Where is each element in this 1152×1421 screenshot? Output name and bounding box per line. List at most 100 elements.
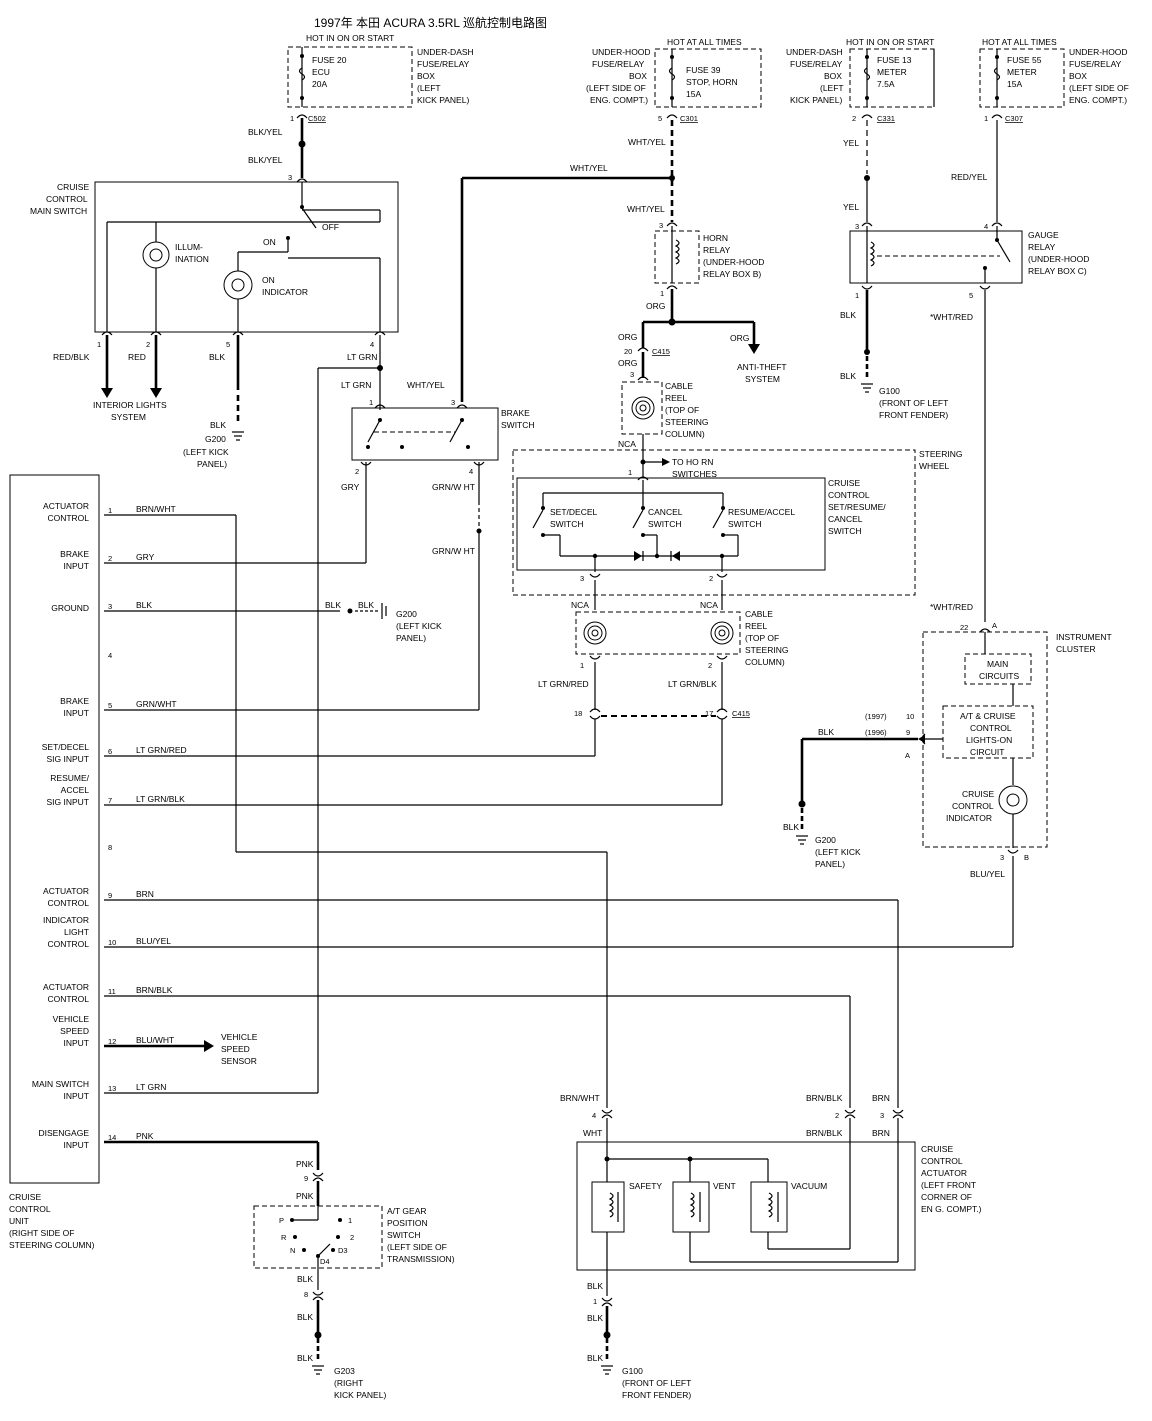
cruise-lights-label: A/T & CRUISE (960, 711, 1016, 721)
at-gear-position-switch: A/T GEAR POSITION SWITCH (LEFT SIDE OF T… (253, 1205, 455, 1269)
instrument-cluster: 22 A INSTRUMENT CLUSTER MAIN CIRCUITS A/… (865, 621, 1112, 862)
unit-pin-number: 1 (108, 506, 112, 515)
wire-label: BLU/YEL (970, 869, 1005, 879)
off-label: OFF (322, 222, 339, 232)
switch-box-label: CANCEL (828, 514, 863, 524)
pin-label: 3 (880, 1111, 884, 1120)
fuse-13-name: FUSE 13 (877, 55, 912, 65)
unit-pin-label: VEHICLE (53, 1014, 90, 1024)
gear-switch-label: TRANSMISSION) (387, 1254, 455, 1264)
gear-pos-1: 1 (348, 1216, 352, 1225)
horn-relay-label: HORN (703, 233, 728, 243)
fuse-13-block: HOT IN ON OR START FUSE 13 METER 7.5A UN… (786, 37, 935, 123)
pin-label: 9 (906, 728, 910, 737)
brake-switch-label: BRAKE (501, 408, 530, 418)
ground-g203-loc: KICK PANEL) (334, 1390, 386, 1400)
unit-pin-rows: 1ACTUATORCONTROLBRN/WHT2BRAKEINPUTGRY3GR… (32, 501, 187, 1150)
steering-wheel-boundary (512, 449, 916, 596)
cable-reel-label: (TOP OF (665, 405, 699, 415)
unit-label: UNIT (9, 1216, 29, 1226)
horn-switches-label: SWITCHES (672, 469, 717, 479)
wire-label: BLK (587, 1281, 603, 1291)
pin-label: 1 (97, 340, 101, 349)
switch-box-label: CRUISE (828, 478, 860, 488)
fuse-55-amp: 15A (1007, 79, 1022, 89)
horn-relay-label: RELAY BOX B) (703, 269, 761, 279)
ground-g100-loc: FRONT FENDER) (879, 410, 948, 420)
pin-label: 1 (369, 398, 373, 407)
wire-label: WHT/YEL (627, 204, 665, 214)
unit-wire-label: LT GRN (136, 1082, 166, 1092)
year-1997-label: (1997) (865, 712, 887, 721)
actuator-label: CORNER OF (921, 1192, 972, 1202)
ground-g200-loc: (LEFT KICK (396, 621, 442, 631)
wire-label: *WHT/RED (930, 602, 973, 612)
pin-label: B (1024, 853, 1029, 862)
wire-label: NCA (571, 600, 589, 610)
gear-switch-label: A/T GEAR (387, 1206, 427, 1216)
cable-reel-label: COLUMN) (665, 429, 705, 439)
gauge-relay-label: GAUGE (1028, 230, 1059, 240)
cable-reel-label: REEL (745, 621, 767, 631)
switch-box-label: SWITCH (828, 526, 862, 536)
wire-label: YEL (843, 138, 859, 148)
resume-accel-label: SWITCH (728, 519, 762, 529)
unit-pin-number: 3 (108, 602, 112, 611)
unit-label: STEERING COLUMN) (9, 1240, 95, 1250)
unit-pin-number: 5 (108, 701, 112, 710)
cruise-indicator-label: CRUISE (962, 789, 994, 799)
wire-label: BRN/WHT (560, 1093, 600, 1103)
fuse-39-sub: STOP, HORN (686, 77, 738, 87)
connector-c415: C415 (652, 347, 670, 356)
fuse-55-box-label: UNDER-HOOD (1069, 47, 1128, 57)
cruise-control-unit: CRUISE CONTROL UNIT (RIGHT SIDE OF STEER… (9, 474, 100, 1250)
pin-label: 17 (705, 709, 713, 718)
fuse-55-box-label: FUSE/RELAY (1069, 59, 1122, 69)
ground-g200: G200 (205, 434, 226, 444)
wire-label: BLK (358, 600, 374, 610)
fuse-39-block: HOT AT ALL TIMES FUSE 39 STOP, HORN 15A … (586, 37, 762, 123)
cable-reel-cruise: CABLE REEL (TOP OF STEERING COLUMN) 1 2 (575, 609, 788, 670)
pin-label: 3 (451, 398, 455, 407)
on-indicator-label: ON (262, 275, 275, 285)
pin-label: 18 (574, 709, 582, 718)
gauge-relay-label: (UNDER-HOOD (1028, 254, 1089, 264)
wire-label: ORG (618, 358, 637, 368)
gear-switch-label: (LEFT SIDE OF (387, 1242, 447, 1252)
fuse-20-connector: C502 (308, 114, 326, 123)
wire-label: BLK (325, 600, 341, 610)
vss-label: VEHICLE (221, 1032, 258, 1042)
pin-label: 20 (624, 347, 632, 356)
vent-solenoid-label: VENT (713, 1181, 736, 1191)
fuse-13-box-label: KICK PANEL) (790, 95, 842, 105)
unit-pin-label: SIG INPUT (46, 754, 89, 764)
wire-label: BRN (872, 1128, 890, 1138)
unit-pin-label: MAIN SWITCH (32, 1079, 89, 1089)
cable-reel-label: (TOP OF (745, 633, 779, 643)
switch-box-label: CONTROL (828, 490, 870, 500)
wire-label: BLK (210, 420, 226, 430)
pin-label: 5 (226, 340, 230, 349)
gear-pos-p: P (279, 1216, 284, 1225)
ground-g100: G100 (879, 386, 900, 396)
horn-switches-label: TO HO RN (672, 457, 713, 467)
interior-lights-label: SYSTEM (111, 412, 146, 422)
unit-pin-number: 11 (108, 987, 116, 996)
gear-pos-2: 2 (350, 1233, 354, 1242)
pin-label: 3 (1000, 853, 1004, 862)
cable-reel-label: STEERING (665, 417, 708, 427)
unit-pin-label: INPUT (64, 561, 90, 571)
wire-label: BLK/YEL (248, 155, 283, 165)
main-switch-label: CRUISE (57, 182, 89, 192)
unit-wire-label: BLU/WHT (136, 1035, 174, 1045)
ground-g200-loc: PANEL) (396, 633, 426, 643)
ground-g100-loc: (FRONT OF LEFT (879, 398, 948, 408)
actuator-label: (LEFT FRONT (921, 1180, 976, 1190)
fuse-20-block: HOT IN ON OR START FUSE 20 ECU 20A UNDER… (287, 33, 474, 123)
unit-pin-number: 14 (108, 1133, 116, 1142)
brake-switch: 1 3 BRAKE SWITCH 2 4 (351, 398, 535, 476)
pin-label: A (905, 751, 910, 760)
set-resume-cancel-switch: SET/DECEL SWITCH CANCEL SWITCH RESUME/AC… (516, 476, 886, 583)
